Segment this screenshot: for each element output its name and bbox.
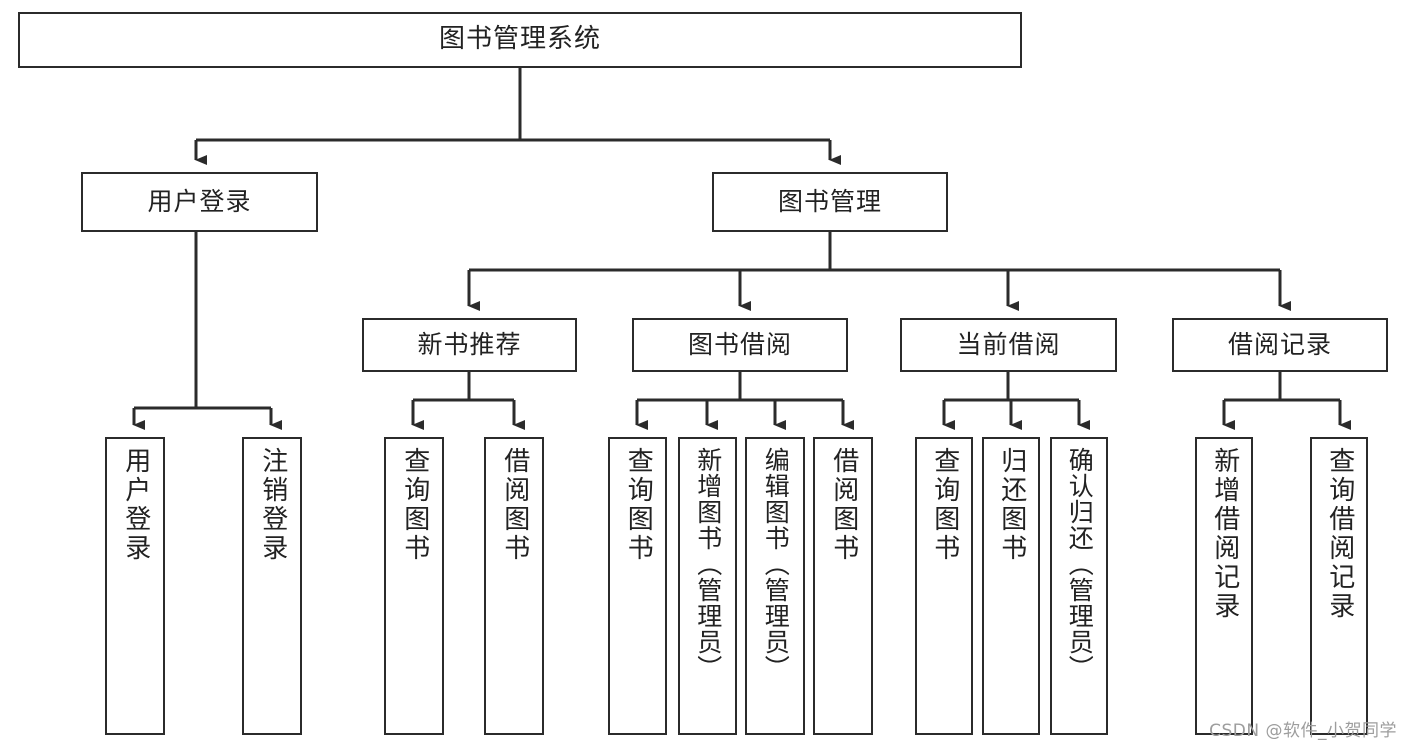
leaf-query-borrow-record[interactable]: 查询借阅记录 (1310, 437, 1368, 735)
leaf-label: 确认归还（管理员） (1065, 447, 1095, 681)
leaf-confirm-return-admin[interactable]: 确认归还（管理员） (1050, 437, 1108, 735)
node-root-book-management-system[interactable]: 图书管理系统 (18, 12, 1022, 68)
node-label: 图书借阅 (687, 330, 792, 359)
leaf-label: 查询图书 (623, 447, 654, 563)
leaf-user-login[interactable]: 用户登录 (105, 437, 165, 735)
leaf-query-book-borrow[interactable]: 查询图书 (608, 437, 667, 735)
node-label: 借阅记录 (1227, 330, 1332, 359)
node-label: 用户登录 (147, 187, 252, 216)
leaf-label: 新增图书（管理员） (693, 447, 723, 681)
node-user-login[interactable]: 用户登录 (81, 172, 318, 232)
leaf-label: 注销登录 (257, 447, 288, 563)
leaf-edit-book-admin[interactable]: 编辑图书（管理员） (745, 437, 805, 735)
leaf-add-book-admin[interactable]: 新增图书（管理员） (678, 437, 737, 735)
node-book-management[interactable]: 图书管理 (712, 172, 948, 232)
leaf-label: 查询借阅记录 (1324, 447, 1355, 621)
leaf-query-book-current[interactable]: 查询图书 (915, 437, 973, 735)
node-label: 新书推荐 (417, 330, 522, 359)
leaf-label: 查询图书 (929, 447, 960, 563)
node-borrow-record[interactable]: 借阅记录 (1172, 318, 1388, 372)
leaf-label: 编辑图书（管理员） (761, 447, 791, 681)
node-book-borrow[interactable]: 图书借阅 (632, 318, 848, 372)
node-current-borrow[interactable]: 当前借阅 (900, 318, 1117, 372)
leaf-label: 借阅图书 (499, 447, 530, 563)
leaf-borrow-book[interactable]: 借阅图书 (813, 437, 873, 735)
leaf-label: 归还图书 (996, 447, 1027, 563)
leaf-label: 查询图书 (399, 447, 430, 563)
node-label: 图书管理 (777, 187, 882, 216)
node-label: 当前借阅 (956, 330, 1061, 359)
leaf-borrow-book-recommend[interactable]: 借阅图书 (484, 437, 544, 735)
leaf-logout-login[interactable]: 注销登录 (242, 437, 302, 735)
leaf-label: 新增借阅记录 (1209, 447, 1240, 621)
leaf-label: 借阅图书 (828, 447, 859, 563)
leaf-label: 用户登录 (120, 447, 151, 563)
node-new-book-recommend[interactable]: 新书推荐 (362, 318, 577, 372)
leaf-query-book-recommend[interactable]: 查询图书 (384, 437, 444, 735)
leaf-return-book[interactable]: 归还图书 (982, 437, 1040, 735)
leaf-add-borrow-record[interactable]: 新增借阅记录 (1195, 437, 1253, 735)
csdn-watermark: CSDN @软件_小贺同学 (1209, 721, 1397, 741)
node-label: 图书管理系统 (438, 24, 601, 55)
